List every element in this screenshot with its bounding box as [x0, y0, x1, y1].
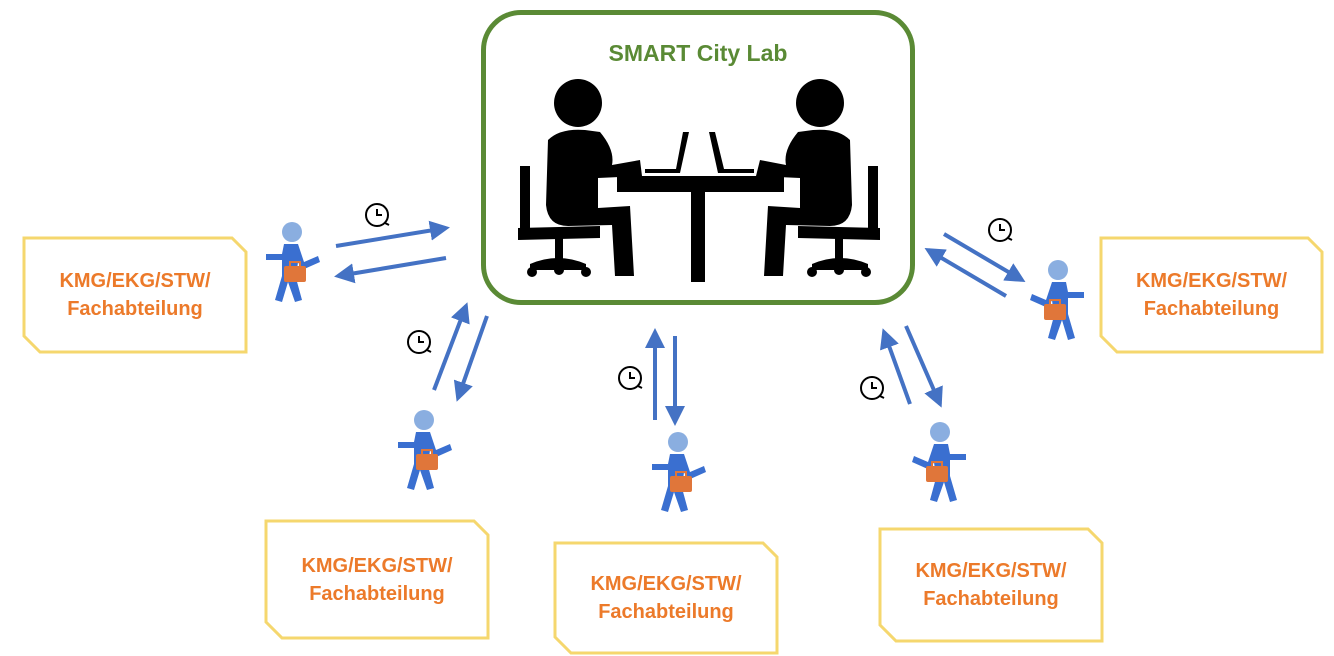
- note-shape-bottom-left: [264, 519, 490, 640]
- clock-icon: [365, 203, 390, 227]
- note-line2: Fachabteilung: [923, 588, 1059, 610]
- note-line1: KMG/EKG/STW/: [1135, 270, 1288, 292]
- note-line1: KMG/EKG/STW/: [301, 554, 453, 577]
- clock-icon: [618, 366, 643, 390]
- note-line1: KMG/EKG/STW/: [59, 270, 211, 292]
- note-shape-bottom-right: [878, 527, 1104, 643]
- note-shape-bottom-center: [553, 541, 779, 655]
- note-line1: KMG/EKG/STW/: [915, 560, 1067, 582]
- person-with-briefcase-icon: [265, 221, 321, 303]
- note-shape-left: [22, 236, 248, 354]
- clock-icon: [988, 218, 1013, 242]
- note-line2: Fachabteilung: [67, 298, 203, 320]
- stakeholder-note: KMG/EKG/STW/ Fachabteilung: [880, 529, 1102, 641]
- person-with-briefcase-icon: [911, 421, 967, 503]
- stakeholder-note: KMG/EKG/STW/ Fachabteilung: [24, 238, 246, 352]
- lab-title: SMART City Lab: [608, 40, 788, 66]
- stakeholder-note: KMG/EKG/STW/ Fachabteilung: [1101, 238, 1322, 352]
- note-line2: Fachabteilung: [598, 601, 734, 623]
- note-shape-right: [1099, 236, 1324, 354]
- note-line1: KMG/EKG/STW/: [590, 573, 742, 595]
- note-line2: Fachabteilung: [1143, 298, 1280, 320]
- person-with-briefcase-icon: [397, 409, 453, 491]
- person-with-briefcase-icon: [1029, 259, 1085, 341]
- stakeholder-note: KMG/EKG/STW/ Fachabteilung: [555, 543, 777, 653]
- stakeholder-note: KMG/EKG/STW/ Fachabteilung: [266, 521, 488, 638]
- clock-icon: [860, 376, 885, 400]
- person-with-briefcase-icon: [651, 431, 707, 513]
- clock-icon: [407, 330, 432, 354]
- note-line2: Fachabteilung: [309, 582, 445, 605]
